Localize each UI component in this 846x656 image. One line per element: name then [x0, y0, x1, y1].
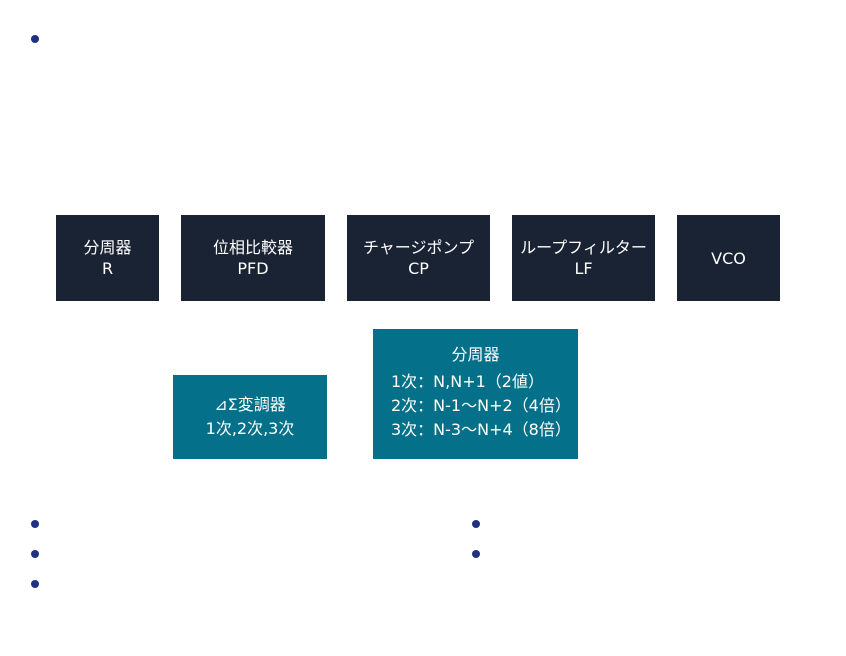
divider-r-abbr: R [101, 259, 114, 278]
pfd-abbr: PFD [237, 259, 269, 278]
divider-n-block: 分周器 1次：N,N+1（2値） 2次：N-1～N+2（4倍） 3次：N-3～N… [373, 329, 578, 459]
bullet-right-2 [472, 550, 480, 558]
charge-pump-block: チャージポンプ CP [347, 215, 490, 301]
vco-name: VCO [711, 248, 746, 268]
bullet-left-2 [31, 550, 39, 558]
bullet-right-1 [472, 520, 480, 528]
pfd-name: 位相比較器 [212, 238, 293, 257]
modulator-orders: 1次,2次,3次 [205, 419, 295, 438]
bullet-left-1 [31, 520, 39, 528]
divider-n-line-2: 2次：N-1～N+2（4倍） [391, 396, 571, 415]
bullet-top [31, 35, 39, 43]
divider-r-block: 分周器 R [56, 215, 159, 301]
loop-filter-block: ループフィルター LF [512, 215, 655, 301]
divider-n-title: 分周器 [451, 345, 500, 364]
divider-n-line-3: 3次：N-3～N+4（8倍） [391, 420, 571, 439]
charge-pump-name: チャージポンプ [362, 238, 475, 257]
divider-n-line-1: 1次：N,N+1（2値） [391, 372, 544, 391]
delta-sigma-modulator-block: ⊿Σ変調器 1次,2次,3次 [173, 375, 327, 459]
pfd-block: 位相比較器 PFD [181, 215, 325, 301]
loop-filter-name: ループフィルター [520, 238, 647, 257]
vco-block: VCO [677, 215, 780, 301]
bullet-left-3 [31, 580, 39, 588]
charge-pump-abbr: CP [408, 259, 429, 278]
loop-filter-abbr: LF [574, 259, 593, 278]
divider-r-name: 分周器 [83, 238, 132, 257]
modulator-name: ⊿Σ変調器 [214, 395, 286, 414]
